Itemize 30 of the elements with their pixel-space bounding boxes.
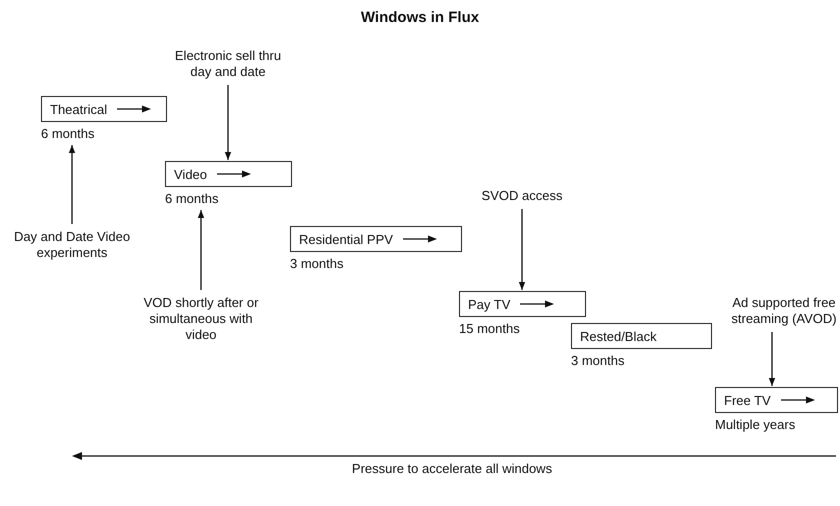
window-label: Rested/Black <box>580 328 657 344</box>
window-label: Residential PPV <box>299 232 393 246</box>
arrow <box>68 145 76 224</box>
arrow <box>518 209 526 290</box>
duration-label: 15 months <box>459 321 520 336</box>
window-box <box>41 96 167 122</box>
window-box <box>459 291 586 317</box>
duration-label: 3 months <box>290 256 344 271</box>
annotation-text: VOD shortly after or simultaneous with video <box>136 295 266 343</box>
annotation-text: SVOD access <box>470 188 574 204</box>
duration-label: Multiple years <box>715 417 796 432</box>
diagram-title: Windows in Flux <box>360 9 480 26</box>
annotation-text: Day and Date Video experiments <box>12 229 132 261</box>
window-box <box>290 226 462 252</box>
window-box <box>571 323 712 349</box>
window-label: Free TV <box>724 392 771 408</box>
window-box <box>165 161 292 187</box>
axis-caption: Pressure to accelerate all windows <box>350 461 554 476</box>
window-box <box>715 387 838 413</box>
window-label: Theatrical <box>50 102 108 116</box>
annotation-text: Electronic sell thru day and date <box>168 48 288 80</box>
duration-label: 6 months <box>41 126 94 141</box>
window-label: Pay TV <box>468 296 510 312</box>
arrow <box>198 210 204 290</box>
arrow <box>224 85 232 160</box>
annotation-text: Ad supported free streaming (AVOD) <box>728 295 840 327</box>
arrow <box>768 332 776 386</box>
duration-label: 3 months <box>571 353 624 368</box>
window-label: Video <box>174 166 208 182</box>
duration-label: 6 months <box>165 191 218 206</box>
